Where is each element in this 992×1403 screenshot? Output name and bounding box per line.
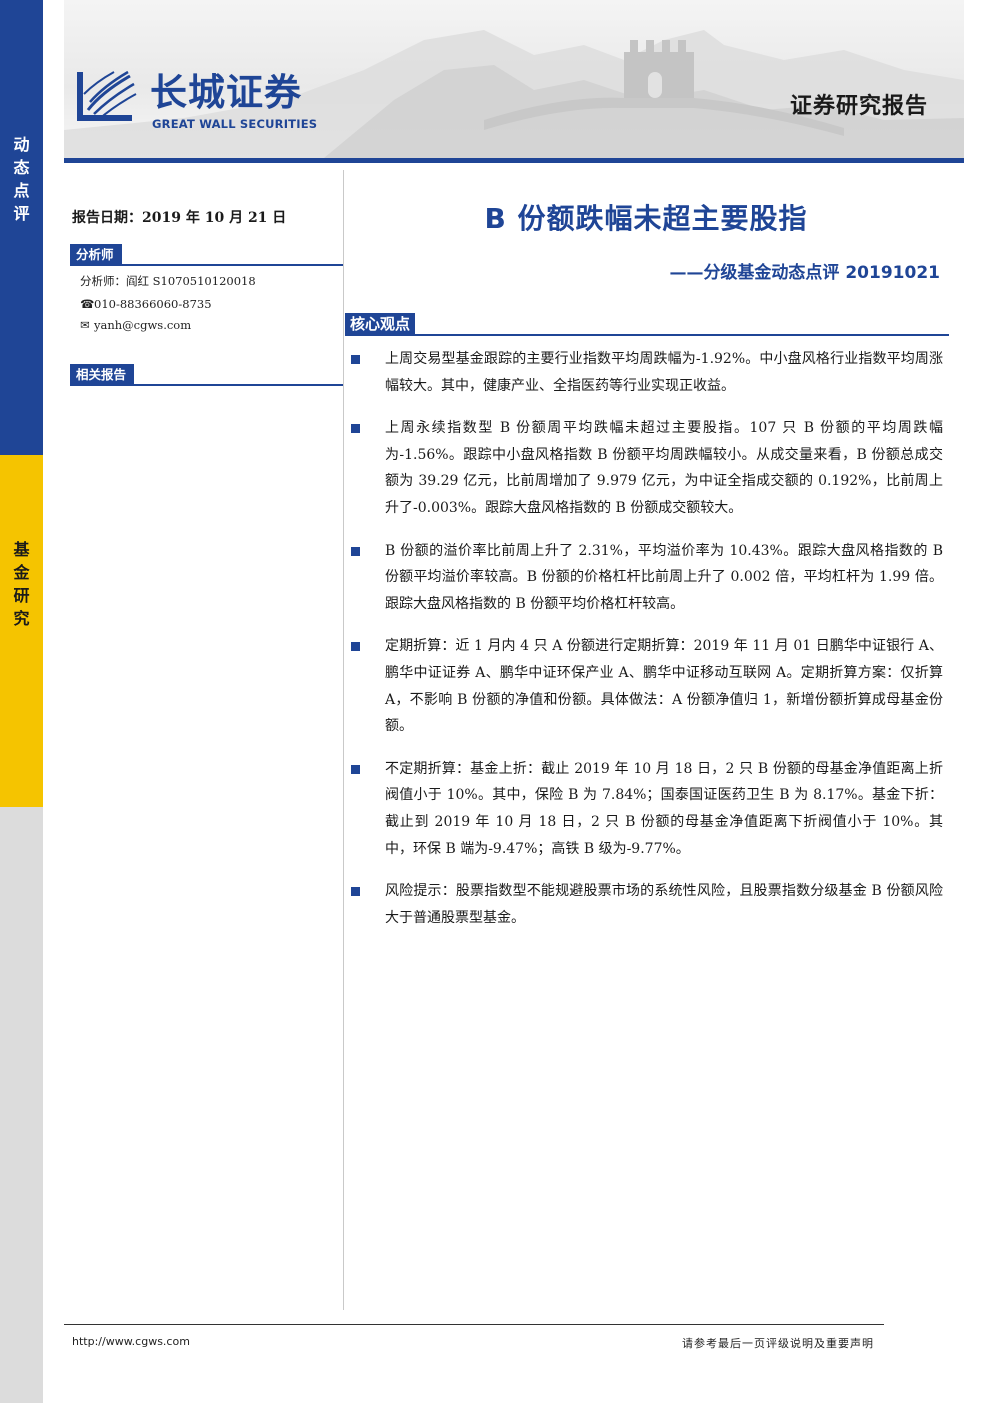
- core-views-list: 上周交易型基金跟踪的主要行业指数平均周跌幅为-1.92%。中小盘风格行业指数平均…: [345, 346, 943, 947]
- mail-icon: ✉: [80, 318, 90, 332]
- sidebar-band-yellow: [0, 455, 43, 807]
- analyst-section-title: 分析师: [70, 244, 122, 264]
- company-name-en: GREAT WALL SECURITIES: [152, 117, 318, 131]
- bullet-square-icon: [351, 764, 360, 774]
- bullet-text: B 份额的溢价率比前周上升了 2.31%，平均溢价率为 10.43%。跟踪大盘风…: [385, 542, 943, 612]
- report-date: 报告日期：2019 年 10 月 21 日: [72, 210, 287, 226]
- sidebar-label-char: 态: [13, 158, 30, 177]
- list-item: 上周交易型基金跟踪的主要行业指数平均周跌幅为-1.92%。中小盘风格行业指数平均…: [345, 346, 943, 399]
- sidebar-label-char: 基: [13, 540, 30, 559]
- header-banner: [64, 0, 964, 158]
- sidebar-label-top: 动 态 点 评: [0, 133, 43, 225]
- bullet-square-icon: [351, 424, 360, 434]
- sidebar-band-grey: [0, 807, 43, 1403]
- footer-disclaimer: 请参考最后一页评级说明及重要声明: [682, 1337, 874, 1350]
- list-item: 不定期折算：基金上折：截止 2019 年 10 月 18 日，2 只 B 份额的…: [345, 756, 943, 862]
- sidebar-band-blue: [0, 0, 43, 455]
- sidebar-label-char: 评: [13, 204, 30, 223]
- bullet-text: 不定期折算：基金上折：截止 2019 年 10 月 18 日，2 只 B 份额的…: [385, 760, 943, 857]
- bullet-text: 上周永续指数型 B 份额周平均跌幅未超过主要股指。107 只 B 份额的平均周跌…: [385, 420, 943, 516]
- bullet-text: 风险提示：股票指数型不能规避股票市场的系统性风险，且股票指数分级基金 B 份额风…: [385, 883, 943, 926]
- bullet-square-icon: [351, 887, 360, 897]
- core-views-title: 核心观点: [345, 313, 416, 335]
- great-wall-illustration: [64, 30, 964, 158]
- sidebar-label-char: 金: [13, 563, 30, 582]
- core-views-header: 核心观点: [345, 313, 949, 336]
- footer-url[interactable]: http://www.cgws.com: [72, 1335, 190, 1348]
- related-reports-header: 相关报告: [70, 364, 343, 386]
- header-rule: [64, 158, 964, 163]
- phone-number: 010-88366060-8735: [94, 297, 212, 311]
- list-item: 风险提示：股票指数型不能规避股票市场的系统性风险，且股票指数分级基金 B 份额风…: [345, 878, 943, 931]
- column-divider: [343, 170, 344, 1310]
- company-logo-icon: [77, 70, 137, 121]
- sidebar-label-char: 研: [13, 586, 30, 605]
- list-item: 定期折算：近 1 月内 4 只 A 份额进行定期折算：2019 年 11 月 0…: [345, 633, 943, 739]
- analyst-phone: ☎010-88366060-8735: [80, 297, 212, 311]
- sidebar-label-char: 动: [13, 135, 30, 154]
- related-reports-title: 相关报告: [70, 364, 135, 384]
- list-item: B 份额的溢价率比前周上升了 2.31%，平均溢价率为 10.43%。跟踪大盘风…: [345, 538, 943, 618]
- bullet-square-icon: [351, 355, 360, 364]
- bullet-square-icon: [351, 642, 360, 652]
- analyst-section-header: 分析师: [70, 244, 343, 266]
- report-type: 证券研究报告: [789, 94, 928, 119]
- company-name-cn: 长城证券: [150, 71, 302, 114]
- list-item: 上周永续指数型 B 份额周平均跌幅未超过主要股指。107 只 B 份额的平均周跌…: [345, 415, 943, 521]
- bullet-text: 定期折算：近 1 月内 4 只 A 份额进行定期折算：2019 年 11 月 0…: [385, 638, 943, 735]
- sidebar-label-bottom: 基 金 研 究: [0, 538, 43, 630]
- page-title: B 份额跌幅未超主要股指: [484, 202, 808, 235]
- sidebar-label-char: 究: [13, 609, 30, 628]
- analyst-email: ✉ yanh@cgws.com: [80, 318, 191, 332]
- email-address[interactable]: yanh@cgws.com: [94, 318, 192, 332]
- sidebar-label-char: 点: [13, 181, 30, 200]
- footer-rule: [64, 1324, 884, 1325]
- page-subtitle: ——分级基金动态点评 20191021: [669, 263, 940, 283]
- phone-icon: ☎: [80, 297, 95, 311]
- bullet-square-icon: [351, 546, 360, 556]
- analyst-name: 分析师：阎红 S1070510120018: [80, 274, 256, 288]
- bullet-text: 上周交易型基金跟踪的主要行业指数平均周跌幅为-1.92%。中小盘风格行业指数平均…: [385, 351, 943, 394]
